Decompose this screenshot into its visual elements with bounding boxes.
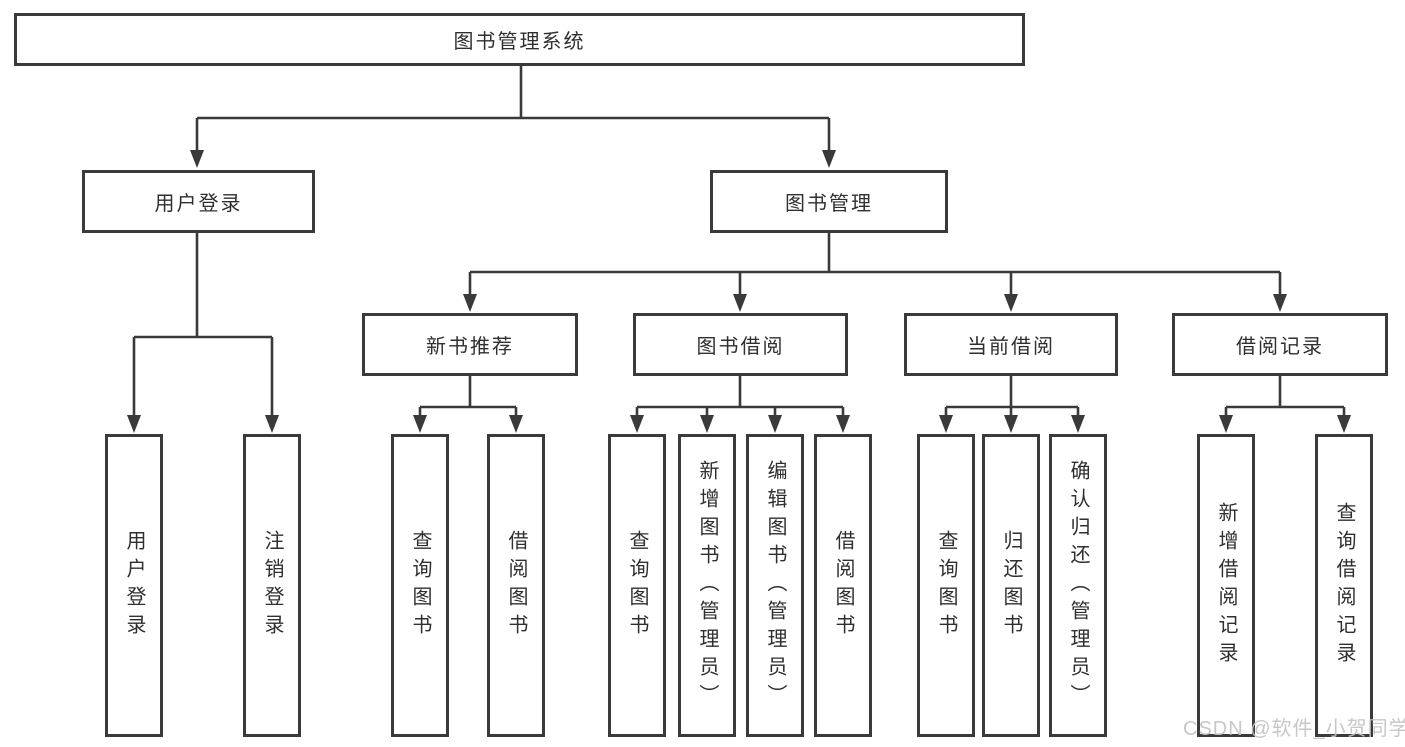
node-br-query-record-label: 查询借阅记录: [1333, 501, 1355, 670]
node-cb-confirm-return-admin-label: 确认归还（管理员）: [1067, 459, 1089, 712]
node-nbr-query-books-label: 查询图书: [409, 529, 431, 642]
node-book-borrow: 图书借阅: [633, 313, 848, 376]
node-current-borrow: 当前借阅: [904, 313, 1118, 376]
node-br-query-record: 查询借阅记录: [1315, 434, 1373, 737]
node-cb-return-books-label: 归还图书: [1000, 529, 1022, 642]
node-root: 图书管理系统: [14, 13, 1025, 66]
node-borrow-record: 借阅记录: [1172, 313, 1388, 376]
node-cb-query-books-label: 查询图书: [935, 529, 957, 642]
node-logout-leaf: 注销登录: [243, 434, 301, 737]
node-bb-query-books-label: 查询图书: [626, 529, 648, 642]
node-cb-query-books: 查询图书: [917, 434, 975, 737]
node-user-login-leaf-label: 用户登录: [123, 529, 145, 642]
node-bb-query-books: 查询图书: [608, 434, 666, 737]
node-nbr-borrow-books: 借阅图书: [487, 434, 545, 737]
node-logout-leaf-label: 注销登录: [261, 529, 283, 642]
node-new-book-rec: 新书推荐: [362, 313, 578, 376]
node-new-book-rec-label: 新书推荐: [426, 336, 514, 358]
node-user-login-branch: 用户登录: [82, 170, 315, 233]
node-br-add-record-label: 新增借阅记录: [1215, 501, 1237, 670]
node-borrow-record-label: 借阅记录: [1236, 336, 1324, 358]
node-cb-return-books: 归还图书: [982, 434, 1040, 737]
node-bb-edit-books-admin: 编辑图书（管理员）: [746, 434, 804, 737]
node-user-login-branch-label: 用户登录: [154, 193, 243, 215]
node-root-label: 图书管理系统: [453, 31, 586, 53]
node-br-add-record: 新增借阅记录: [1197, 434, 1255, 737]
node-bb-borrow-books: 借阅图书: [814, 434, 872, 737]
node-current-borrow-label: 当前借阅: [967, 336, 1055, 358]
node-bb-add-books-admin: 新增图书（管理员）: [678, 434, 736, 737]
csdn-watermark: CSDN @软件_小贺同学: [1183, 718, 1405, 740]
node-nbr-query-books: 查询图书: [391, 434, 449, 737]
node-book-borrow-label: 图书借阅: [696, 336, 785, 358]
node-nbr-borrow-books-label: 借阅图书: [505, 529, 527, 642]
node-book-mgmt-branch: 图书管理: [710, 170, 948, 233]
node-bb-borrow-books-label: 借阅图书: [832, 529, 854, 642]
node-book-mgmt-branch-label: 图书管理: [785, 193, 873, 215]
node-user-login-leaf: 用户登录: [105, 434, 163, 737]
node-cb-confirm-return-admin: 确认归还（管理员）: [1049, 434, 1107, 737]
node-bb-edit-books-admin-label: 编辑图书（管理员）: [764, 459, 786, 712]
node-bb-add-books-admin-label: 新增图书（管理员）: [696, 459, 718, 712]
